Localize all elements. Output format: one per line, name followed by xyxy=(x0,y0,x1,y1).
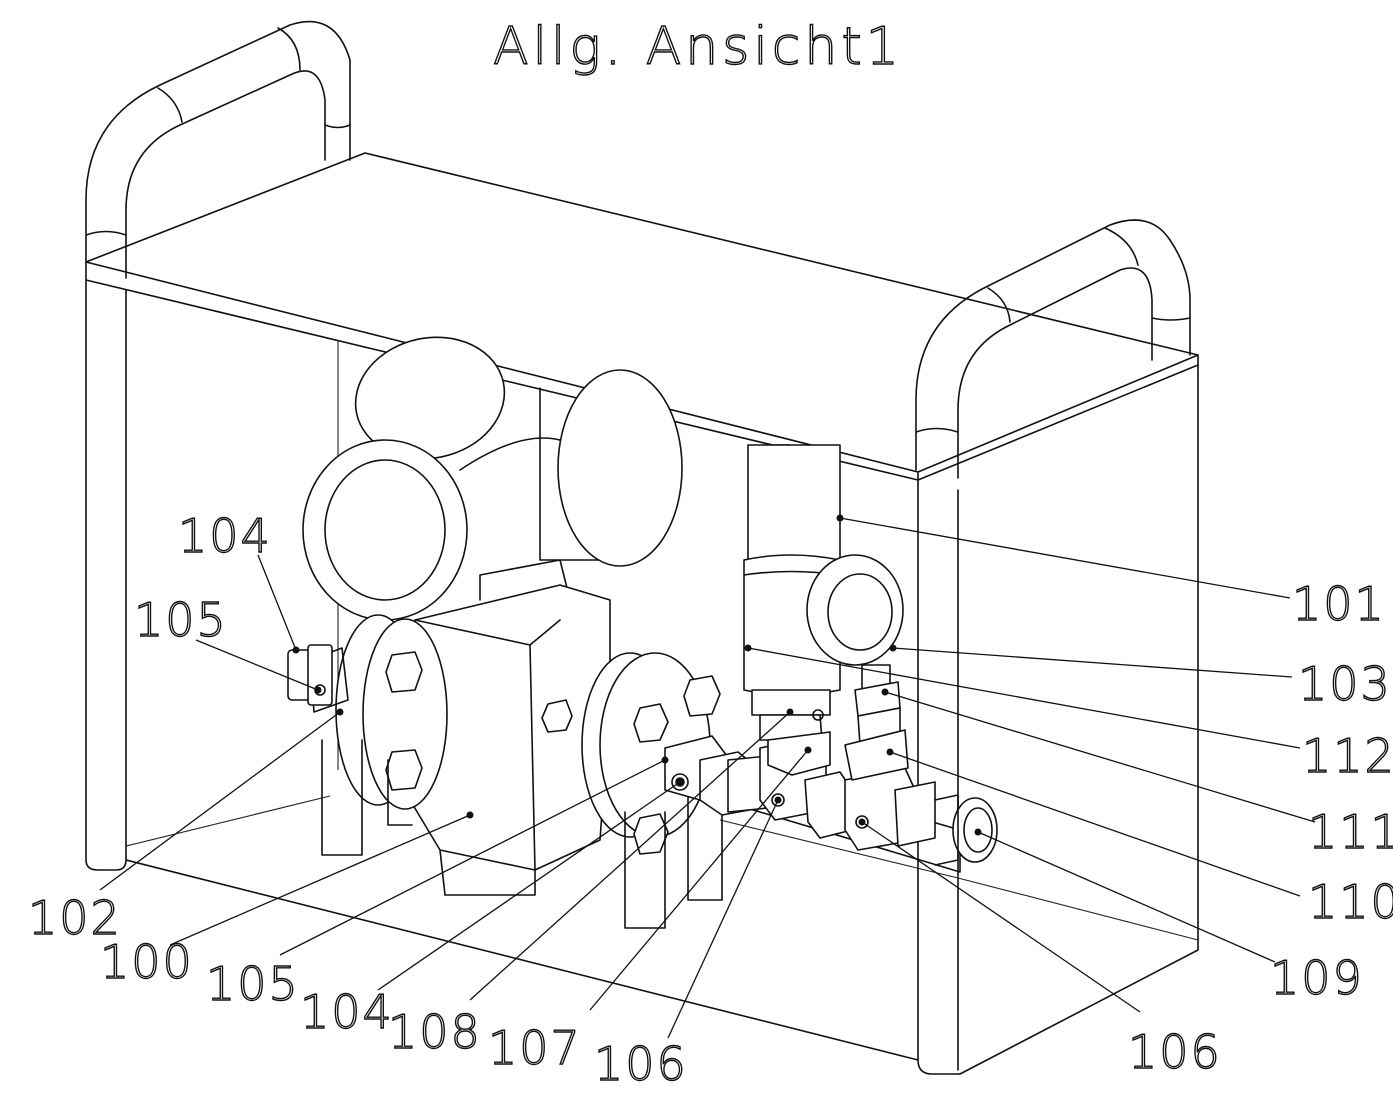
left-flange xyxy=(309,614,448,856)
callout-104-bottom: 104 xyxy=(300,985,394,1039)
callout-106-center: 106 xyxy=(594,1037,688,1091)
callout-110: 110 xyxy=(1308,875,1393,929)
sensor-body xyxy=(409,584,611,896)
drawing-title: Allg. Ansicht1 xyxy=(493,17,903,77)
frame-housing xyxy=(85,152,1199,1075)
callout-107: 107 xyxy=(488,1021,582,1075)
left-vent-fitting xyxy=(287,644,333,706)
callout-112: 112 xyxy=(1302,729,1393,783)
callout-104-top: 104 xyxy=(178,509,272,563)
callout-105-top: 105 xyxy=(134,593,228,647)
right-handle xyxy=(915,219,1191,479)
pressure-gauge xyxy=(806,554,909,781)
leader-lines xyxy=(99,514,1316,1039)
left-handle xyxy=(85,20,351,279)
callout-105-bottom: 105 xyxy=(206,957,300,1011)
callout-108: 108 xyxy=(388,1005,482,1059)
callout-109: 109 xyxy=(1270,951,1364,1005)
callout-106-right: 106 xyxy=(1128,1025,1222,1079)
callout-101: 101 xyxy=(1292,577,1386,631)
callout-111: 111 xyxy=(1308,805,1393,859)
callout-103: 103 xyxy=(1298,657,1392,711)
manifold-pipework xyxy=(664,735,998,873)
transmitter-head xyxy=(302,336,683,621)
callout-102: 102 xyxy=(28,891,122,945)
right-flange xyxy=(541,652,723,929)
callout-100: 100 xyxy=(100,935,194,989)
